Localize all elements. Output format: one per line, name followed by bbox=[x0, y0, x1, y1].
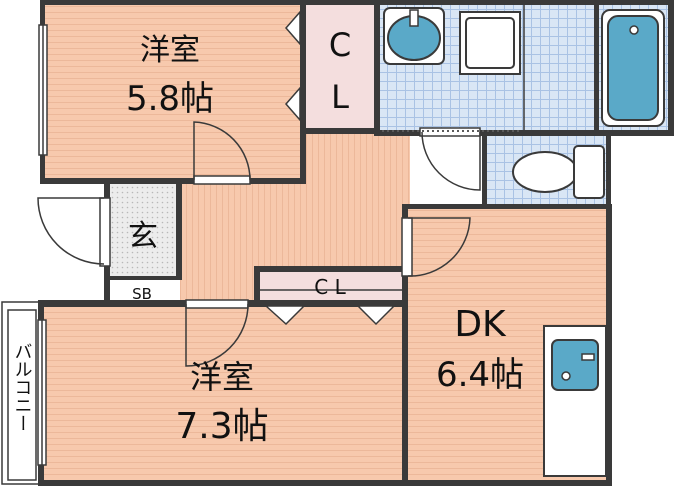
closet-door-marks bbox=[264, 10, 396, 326]
closet-top-floor bbox=[306, 4, 376, 130]
closet-top-label-l: L bbox=[331, 78, 349, 116]
room-size-western-bottom: 7.3帖 bbox=[175, 406, 268, 447]
doors bbox=[37, 121, 481, 367]
shoe-box-label: SB bbox=[132, 285, 152, 303]
toilet-icon bbox=[512, 145, 605, 199]
entrance-floor bbox=[108, 184, 180, 278]
closet-top-label-c: C bbox=[329, 26, 351, 64]
entrance-label: 玄 bbox=[128, 219, 158, 254]
thin-lines bbox=[1, 4, 525, 485]
closet-mid-floor bbox=[258, 270, 406, 304]
room-name-western-bottom: 洋室 bbox=[190, 358, 254, 396]
room-size-dk: 6.4帖 bbox=[436, 355, 524, 395]
room-size-western-top: 5.8帖 bbox=[126, 79, 214, 119]
balcony-label: バルコニー bbox=[12, 342, 33, 432]
room-name-western-top: 洋室 bbox=[140, 33, 200, 68]
sink-icon bbox=[383, 7, 445, 65]
washing-machine-icon bbox=[459, 11, 521, 75]
western-room-top-floor bbox=[44, 4, 302, 178]
western-room-bottom-floor bbox=[44, 306, 404, 482]
windows bbox=[37, 24, 48, 466]
bathtub-icon bbox=[601, 9, 665, 127]
room-name-dk: DK bbox=[454, 304, 507, 345]
kitchen-counter bbox=[543, 325, 607, 477]
closet-mid-label: C L bbox=[314, 275, 346, 299]
